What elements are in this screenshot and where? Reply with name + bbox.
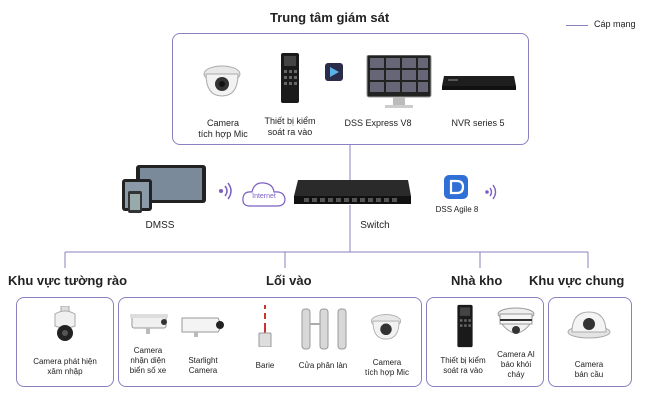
wifi-signal-icon [219,182,232,200]
internet-label: Internet [252,193,276,200]
dome-camera-icon [567,311,611,339]
dmss-label: DMSS [145,220,175,231]
dss-agile-label: DSS Agile 8 [435,205,479,214]
turnstile-icon [301,308,347,350]
legend-line [566,25,588,26]
dmss-devices-icon [122,165,206,213]
access-control-icon [281,53,299,103]
dss-agile-icon [444,175,468,199]
center-title: Trung tâm giám sát [270,10,390,25]
center-label-access-control: Thiết bị kiểm soát ra vào [264,116,316,137]
zone-entrance-label-turnstile: Cửa phân làn [298,361,348,370]
center-label-camera-mic: Camera tích hợp Mic [198,118,248,139]
center-label-dss-express: DSS Express V8 [344,118,412,128]
ptz-camera-icon [54,306,76,341]
smoke-camera-icon [497,307,535,334]
lpr-camera-icon [130,314,168,334]
barrier-icon [258,305,272,347]
center-label-nvr: NVR series 5 [451,118,505,128]
zone-entrance-label-camera-mic: Camera tích hợp Mic [365,358,409,377]
switch-icon [294,180,411,204]
zone-title-entrance: Lối vào [266,273,312,288]
nvr-icon [442,76,516,90]
legend-label: Cáp mạng [594,19,636,29]
internet-cloud-icon [242,182,286,207]
legend: Cáp mạng [566,18,646,32]
dome-camera-icon [370,314,402,340]
zone-common-label: Camera bán cầu [574,360,604,379]
zone-title-common: Khu vực chung [529,273,625,288]
bullet-camera-icon [181,317,224,337]
zone-warehouse-label-smoke: Camera AI báo khói cháy [497,350,535,379]
zone-entrance-label-starlight: Starlight Camera [188,356,218,375]
zone-title-fence: Khu vực tường rào [8,273,128,288]
zone-fence-label: Camera phát hiện xâm nhập [33,357,97,376]
wifi-signal-icon [485,184,497,200]
access-control-icon [457,304,473,348]
zone-title-warehouse: Nhà kho [451,273,503,288]
dome-camera-icon [203,65,241,97]
monitor-dss-icon [325,55,432,108]
zone-entrance-label-lpr: Camera nhận diện biển số xe [129,346,167,375]
zone-entrance-label-barrier: Barie [255,361,275,370]
switch-label: Switch [360,220,390,231]
zone-warehouse-label-access: Thiết bị kiểm soát ra vào [440,356,486,375]
